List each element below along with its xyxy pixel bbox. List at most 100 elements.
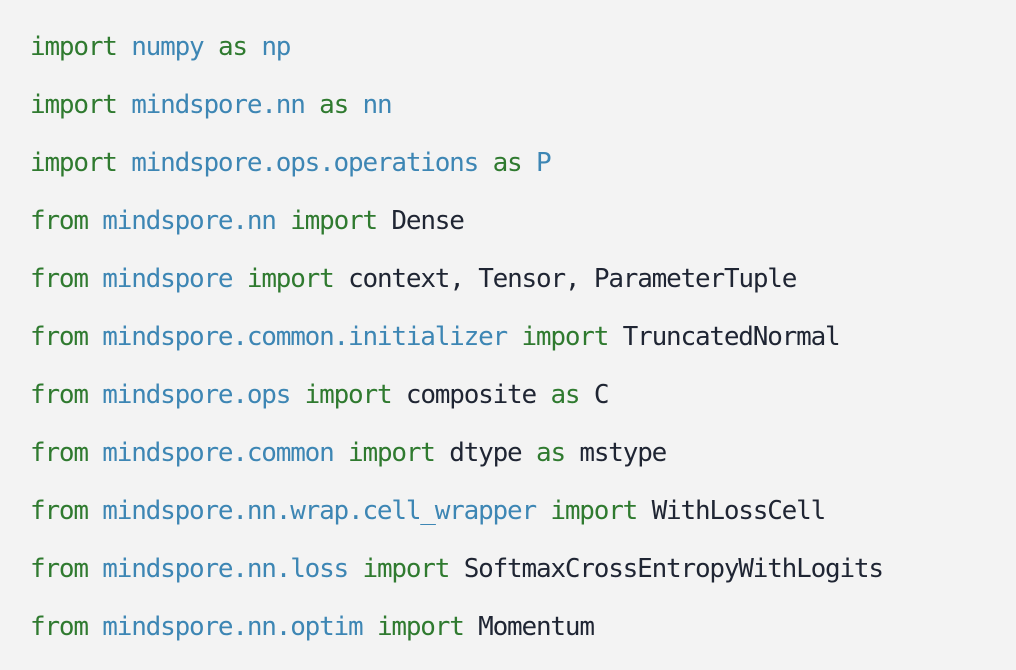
code-token-id: mstype: [579, 438, 667, 468]
code-token-mod: np: [261, 32, 291, 62]
code-token-mod: mindspore: [102, 264, 233, 294]
code-token-space: [88, 612, 102, 642]
code-token-id: WithLossCell: [651, 496, 827, 526]
code-token-space: [276, 206, 290, 236]
code-token-mod: mindspore.nn: [102, 206, 277, 236]
code-token-kw: from: [30, 322, 89, 352]
code-token-space: [232, 264, 246, 294]
code-token-space: [362, 612, 376, 642]
code-token-space: [522, 438, 536, 468]
code-token-mod: P: [535, 148, 552, 178]
code-token-punct: ,: [449, 264, 465, 294]
code-token-id: SoftmaxCrossEntropyWithLogits: [463, 554, 884, 584]
code-token-id: Momentum: [478, 612, 595, 642]
code-line: from mindspore.nn.wrap.cell_wrapper impo…: [30, 493, 1016, 551]
code-token-mod: mindspore.nn.loss: [102, 554, 349, 584]
code-token-space: [348, 554, 362, 584]
code-token-space: [88, 206, 102, 236]
code-token-kw: from: [30, 380, 89, 410]
code-line: from mindspore.nn.loss import SoftmaxCro…: [30, 551, 1016, 609]
code-token-mod: mindspore.ops: [102, 380, 291, 410]
code-line: from mindspore.nn import Dense: [30, 203, 1016, 261]
code-token-id: Tensor: [478, 264, 566, 294]
code-token-space: [88, 438, 102, 468]
code-token-space: [637, 496, 651, 526]
code-line: import mindspore.nn as nn: [30, 87, 1016, 145]
code-token-space: [88, 496, 102, 526]
code-token-id: dtype: [449, 438, 522, 468]
code-token-kw: from: [30, 554, 89, 584]
code-token-space: [377, 206, 391, 236]
code-token-kw: from: [30, 496, 89, 526]
code-token-space: [478, 148, 492, 178]
code-token-kw: as: [550, 380, 580, 410]
code-token-space: [247, 32, 261, 62]
code-token-id: context: [348, 264, 450, 294]
code-line: import numpy as np: [30, 29, 1016, 87]
code-token-space: [88, 264, 102, 294]
code-token-mod: mindspore.ops.operations: [131, 148, 479, 178]
code-token-space: [565, 438, 579, 468]
code-token-kw: from: [30, 612, 89, 642]
code-token-kw: from: [30, 206, 89, 236]
code-token-mod: mindspore.nn: [131, 90, 306, 120]
code-token-space: [203, 32, 217, 62]
code-token-space: [579, 264, 593, 294]
code-token-id: ParameterTuple: [593, 264, 798, 294]
code-token-kw: as: [319, 90, 349, 120]
code-token-space: [334, 438, 348, 468]
code-token-id: composite: [405, 380, 537, 410]
code-token-id: C: [593, 380, 610, 410]
code-token-kw: as: [492, 148, 523, 178]
code-token-space: [88, 554, 102, 584]
code-token-kw: import: [521, 322, 609, 352]
code-line: from mindspore.common import dtype as ms…: [30, 435, 1016, 493]
code-token-kw: import: [290, 206, 378, 236]
code-line: from mindspore.ops import composite as C: [30, 377, 1016, 435]
code-token-space: [391, 380, 405, 410]
code-token-space: [608, 322, 622, 352]
code-token-kw: import: [348, 438, 436, 468]
code-token-kw: import: [550, 496, 638, 526]
code-token-mod: nn: [362, 90, 393, 120]
code-line: from mindspore.nn.optim import Momentum: [30, 609, 1016, 667]
code-token-mod: numpy: [131, 32, 204, 62]
code-token-space: [536, 496, 550, 526]
code-token-id: Dense: [391, 206, 464, 236]
code-line: from mindspore import context, Tensor, P…: [30, 261, 1016, 319]
code-token-space: [290, 380, 304, 410]
code-token-kw: import: [304, 380, 393, 410]
code-line: from mindspore.common.initializer import…: [30, 319, 1016, 377]
code-token-space: [435, 438, 449, 468]
code-token-mod: mindspore.nn.wrap.cell_wrapper: [102, 496, 537, 526]
code-token-kw: import: [30, 148, 118, 178]
code-token-space: [88, 380, 102, 410]
code-token-mod: mindspore.common: [102, 438, 334, 468]
code-token-space: [348, 90, 362, 120]
code-token-kw: import: [246, 264, 335, 294]
code-token-space: [536, 380, 550, 410]
code-token-kw: import: [30, 32, 118, 62]
code-token-kw: from: [30, 264, 89, 294]
code-token-kw: as: [535, 438, 566, 468]
code-token-kw: as: [217, 32, 248, 62]
code-token-space: [305, 90, 319, 120]
code-token-punct: ,: [564, 264, 581, 294]
code-token-space: [449, 554, 463, 584]
code-token-space: [464, 264, 478, 294]
code-token-space: [334, 264, 348, 294]
code-token-space: [117, 90, 131, 120]
code-token-mod: mindspore.common.initializer: [102, 322, 508, 352]
code-token-kw: import: [376, 612, 465, 642]
code-token-kw: import: [30, 90, 118, 120]
code-token-kw: import: [362, 554, 450, 584]
code-token-space: [507, 322, 521, 352]
code-token-kw: from: [30, 438, 89, 468]
code-token-space: [521, 148, 535, 178]
code-token-space: [464, 612, 478, 642]
code-token-space: [117, 148, 131, 178]
code-token-mod: mindspore.nn.optim: [102, 612, 363, 642]
code-token-space: [88, 322, 102, 352]
code-token-space: [117, 32, 131, 62]
